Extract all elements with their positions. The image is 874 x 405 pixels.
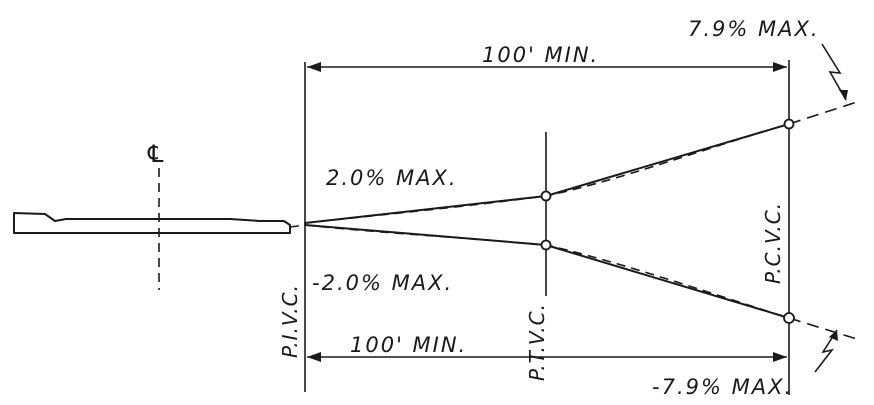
- upper-grade-label: 2.0% MAX.: [326, 166, 458, 190]
- ptvc-lower-point: [540, 239, 552, 251]
- top-grade-leader-arrow: [839, 90, 848, 100]
- pcvc-label: P.C.V.C.: [761, 202, 785, 284]
- bottom-dimension-arrow-right: [773, 352, 787, 362]
- pivc-label: P.I.V.C.: [278, 284, 302, 358]
- bottom-dimension-arrow-left: [307, 352, 321, 362]
- top-dimension-arrow-left: [307, 62, 321, 72]
- ptvc-label: P.T.V.C.: [525, 303, 549, 381]
- lower-grade-extension: [788, 317, 861, 341]
- top-dimension-label: 100' MIN.: [482, 43, 599, 67]
- pcvc-upper-point: [783, 118, 795, 130]
- top-grade-leader: [821, 43, 847, 101]
- profile-extension-dashed: [289, 224, 307, 228]
- lower-grade-label: -2.0% MAX.: [312, 271, 453, 295]
- top-grade-label: 7.9% MAX.: [688, 17, 820, 41]
- bottom-grade-leader-arrow: [829, 330, 838, 341]
- pcvc-lower-point: [783, 312, 795, 324]
- bottom-dimension-label: 100' MIN.: [350, 333, 467, 357]
- bottom-grade-label: -7.9% MAX.: [652, 375, 793, 399]
- ptvc-upper-point: [540, 190, 552, 202]
- runway-profile: [13, 212, 291, 234]
- top-dimension-arrow-right: [773, 62, 787, 72]
- bottom-grade-leader: [814, 329, 838, 373]
- upper-grade-extension: [788, 100, 861, 125]
- centerline-symbol: ℄: [147, 140, 165, 168]
